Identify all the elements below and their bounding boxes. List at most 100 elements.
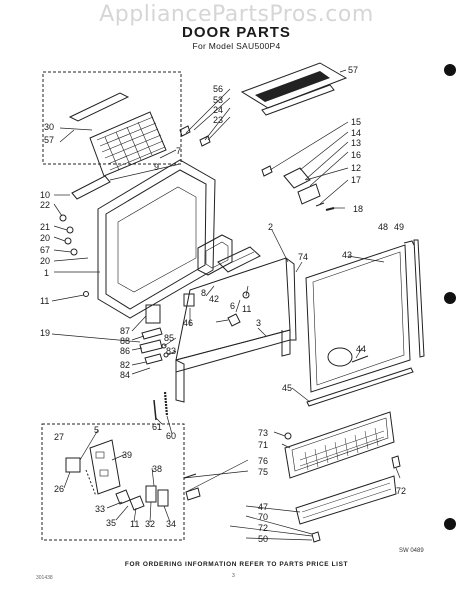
edge-strip-49: [413, 239, 425, 358]
callout-87: 87: [120, 326, 131, 336]
fastener-23: [179, 125, 191, 137]
outer-door-panel: [97, 159, 216, 319]
detergent-cup: [197, 234, 233, 276]
page-title: DOOR PARTS: [182, 24, 291, 41]
vent-bar: [68, 92, 130, 122]
callout-27: 27: [54, 432, 65, 442]
part-87: [145, 304, 161, 324]
callout-8: 8: [201, 288, 207, 298]
switch-plate-39: [89, 439, 121, 495]
callout-26: 26: [54, 484, 65, 494]
inner-door-leg-left: [175, 359, 185, 403]
callout-53: 53: [213, 95, 224, 105]
callout-57: 57: [44, 135, 55, 145]
callout-10: 10: [40, 190, 51, 200]
part-34: [157, 489, 169, 507]
callout-47: 47: [258, 502, 269, 512]
callout-20: 20: [40, 233, 51, 243]
binder-hole-icon: [444, 64, 456, 76]
callout-22: 22: [40, 200, 51, 210]
screw-11: [242, 291, 250, 299]
part-82: [144, 353, 163, 365]
callout-18: 18: [353, 204, 364, 214]
callout-16: 16: [351, 150, 362, 160]
callout-3: 3: [256, 318, 262, 328]
ordering-info-footer: FOR ORDERING INFORMATION REFER TO PARTS …: [124, 561, 349, 568]
callout-46: 46: [183, 318, 194, 328]
drawing-code: SW 0489: [399, 548, 424, 554]
screw-11a: [83, 291, 89, 297]
callout-9: 9: [154, 162, 160, 172]
callout-30: 30: [44, 122, 55, 132]
callout-60: 60: [166, 431, 177, 441]
nut-67: [70, 248, 78, 256]
callout-32: 32: [145, 519, 156, 529]
callout-44: 44: [356, 344, 367, 354]
callout-38: 38: [152, 464, 163, 474]
part-76: [185, 487, 201, 501]
vent-inset-box: [42, 71, 182, 165]
callout-43: 43: [342, 250, 353, 260]
part-42: [227, 313, 241, 327]
model-subtitle: For Model SAU500P4: [192, 41, 281, 51]
callout-83: 83: [166, 346, 177, 356]
inner-door-leg-right: [281, 330, 291, 357]
callout-56: 56: [213, 84, 224, 94]
callout-2: 2: [268, 222, 274, 232]
leader-lines: [51, 69, 401, 541]
detergent-cover: [217, 246, 261, 273]
callout-6: 6: [230, 301, 236, 311]
switch-27: [65, 457, 81, 473]
callout-42: 42: [209, 294, 220, 304]
document-code: 301438: [36, 575, 53, 581]
callout-72: 72: [396, 486, 407, 496]
callout-23: 23: [213, 115, 224, 125]
callout-50: 50: [258, 534, 269, 544]
callout-21: 21: [40, 222, 51, 232]
callout-74: 74: [298, 252, 309, 262]
bottom-strip-45: [306, 367, 414, 407]
inner-door-side: [285, 257, 297, 341]
washer-21: [66, 226, 74, 234]
callout-17: 17: [351, 175, 362, 185]
callout-39: 39: [122, 450, 133, 460]
vent-hole: [327, 347, 353, 367]
part-11c: [129, 495, 145, 511]
part-86: [139, 339, 163, 354]
top-trim-strip-lower: [261, 84, 335, 116]
part-17: [315, 202, 325, 207]
edge-strip-48: [403, 240, 415, 246]
callout-76: 76: [258, 456, 269, 466]
part-72: [391, 455, 401, 469]
clip-73: [284, 432, 292, 440]
callout-24: 24: [213, 105, 224, 115]
callout-72: 72: [258, 523, 269, 533]
callout-19: 19: [40, 328, 51, 338]
callout-5: 5: [94, 425, 100, 435]
vent-grille-slots: [96, 116, 166, 171]
control-handle: [71, 175, 111, 200]
lower-panel-47: [295, 475, 397, 525]
callout-49: 49: [394, 222, 405, 232]
vent-grille: [89, 111, 167, 177]
callout-73: 73: [258, 428, 269, 438]
callout-57: 57: [348, 65, 359, 75]
kickplate-71-slots: [299, 427, 385, 471]
spring-60: [163, 391, 169, 417]
part-33: [115, 489, 131, 505]
callout-75: 75: [258, 467, 269, 477]
callout-14: 14: [351, 128, 362, 138]
part-18: [325, 207, 335, 211]
callout-11: 11: [242, 304, 252, 314]
callout-71: 71: [258, 440, 269, 450]
fastener-15: [261, 165, 273, 177]
binder-hole-icon: [444, 292, 456, 304]
page-number: 3: [232, 573, 235, 579]
kickplate-71: [284, 411, 395, 479]
binder-hole-icon: [444, 518, 456, 530]
callout-12: 12: [351, 163, 362, 173]
outer-door-panel-recess: [117, 186, 197, 293]
callout-33: 33: [95, 504, 106, 514]
top-trim-strip: [255, 71, 330, 102]
